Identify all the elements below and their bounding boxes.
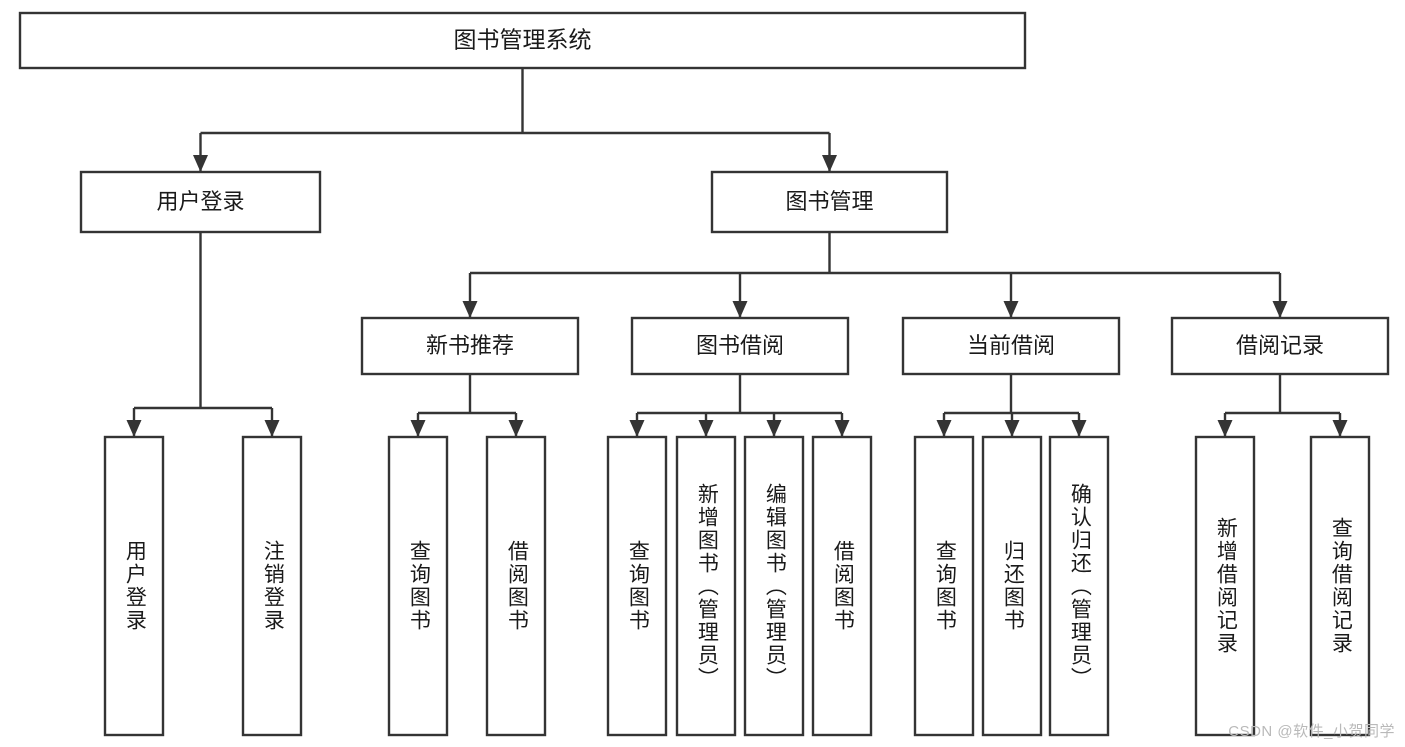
node-book-borrow[interactable] xyxy=(630,316,850,376)
node-leaf-borrow-book-rec[interactable] xyxy=(485,435,547,737)
node-label-book-borrow: 图书借阅 xyxy=(696,333,784,358)
node-label-root-system: 图书管理系统 xyxy=(454,27,592,53)
arrow-head-icon-leaf-user-login xyxy=(126,420,142,437)
arrow-head-icon-leaf-add-book-admin xyxy=(698,420,714,437)
node-label-user-login: 用户登录 xyxy=(156,189,244,214)
node-leaf-add-borrow-record[interactable] xyxy=(1194,435,1256,737)
node-current-borrow[interactable] xyxy=(901,316,1121,376)
arrow-head-icon-leaf-query-book-current xyxy=(936,420,952,437)
connectors-layer xyxy=(126,68,1348,437)
arrow-head-icon-leaf-add-borrow-record xyxy=(1217,420,1233,437)
node-book-manage[interactable] xyxy=(710,170,949,234)
csdn-watermark: CSDN @软件_小贺同学 xyxy=(1228,723,1395,740)
node-leaf-logout-login[interactable] xyxy=(241,435,303,737)
node-label-borrow-record: 借阅记录 xyxy=(1236,333,1324,358)
arrow-head-icon-leaf-borrow-book-rec xyxy=(508,420,524,437)
arrow-head-icon-user-login xyxy=(193,155,208,172)
arrow-head-icon-leaf-query-book-borrow xyxy=(629,420,645,437)
node-leaf-query-borrow-record[interactable] xyxy=(1309,435,1371,737)
boxes-layer xyxy=(18,11,1390,737)
arrow-head-icon-leaf-logout-login xyxy=(264,420,280,437)
node-label-book-manage: 图书管理 xyxy=(785,189,873,214)
node-leaf-borrow-book[interactable] xyxy=(811,435,873,737)
node-label-new-book-rec: 新书推荐 xyxy=(426,333,514,358)
arrow-head-icon-leaf-query-borrow-record xyxy=(1332,420,1348,437)
arrow-head-icon-leaf-borrow-book xyxy=(834,420,850,437)
node-user-login[interactable] xyxy=(79,170,322,234)
node-new-book-rec[interactable] xyxy=(360,316,580,376)
node-borrow-record[interactable] xyxy=(1170,316,1390,376)
node-leaf-query-book-borrow[interactable] xyxy=(606,435,668,737)
arrow-head-icon-leaf-return-book xyxy=(1004,420,1020,437)
arrow-head-icon-leaf-edit-book-admin xyxy=(766,420,782,437)
node-leaf-return-book[interactable] xyxy=(981,435,1043,737)
node-leaf-confirm-return-admin[interactable] xyxy=(1048,435,1110,737)
arrow-head-icon-borrow-record xyxy=(1272,301,1288,318)
node-leaf-query-book-current[interactable] xyxy=(913,435,975,737)
node-leaf-add-book-admin[interactable] xyxy=(675,435,737,737)
node-label-current-borrow: 当前借阅 xyxy=(967,333,1055,358)
node-leaf-user-login[interactable] xyxy=(103,435,165,737)
arrow-head-icon-leaf-query-book-rec xyxy=(410,420,426,437)
node-root-system[interactable] xyxy=(18,11,1027,70)
arrow-head-icon-book-manage xyxy=(822,155,837,172)
arrow-head-icon-new-book-rec xyxy=(462,301,478,318)
arrow-head-icon-book-borrow xyxy=(732,301,748,318)
node-leaf-edit-book-admin[interactable] xyxy=(743,435,805,737)
arrow-head-icon-current-borrow xyxy=(1003,301,1019,318)
arrow-head-icon-leaf-confirm-return-admin xyxy=(1071,420,1087,437)
node-leaf-query-book-rec[interactable] xyxy=(387,435,449,737)
